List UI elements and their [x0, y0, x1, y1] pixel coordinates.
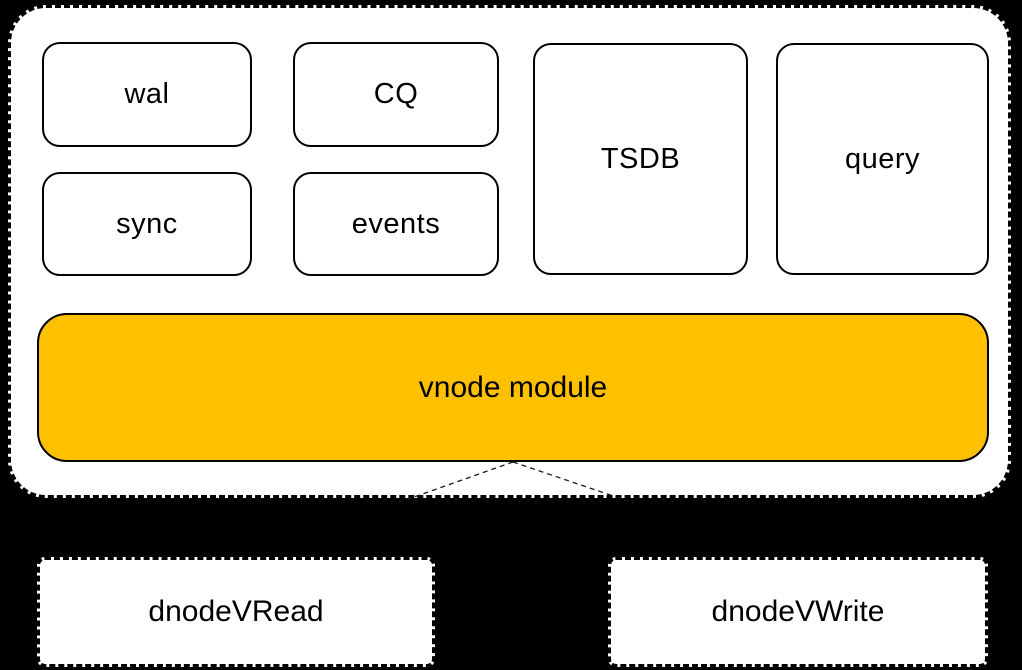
sync-module-box: sync [42, 172, 252, 276]
wal-label: wal [124, 78, 170, 110]
query-label: query [844, 142, 921, 175]
vnode-module-bar: vnode module [37, 313, 989, 462]
wal-module-box: wal [42, 42, 252, 147]
events-module-box: events [293, 172, 499, 276]
cq-label: CQ [373, 78, 419, 110]
query-module-box: query [776, 43, 989, 275]
dnode-vwrite-label: dnodeVWrite [711, 595, 885, 628]
dnode-vwrite-box: dnodeVWrite [608, 557, 988, 667]
dnode-vread-label: dnodeVRead [148, 595, 324, 628]
cq-module-box: CQ [293, 42, 499, 147]
tsdb-module-box: TSDB [533, 43, 748, 275]
tsdb-label: TSDB [600, 142, 681, 175]
events-label: events [351, 207, 441, 240]
sync-label: sync [116, 207, 178, 240]
vnode-module-label: vnode module [418, 370, 608, 404]
dnode-vread-box: dnodeVRead [37, 557, 435, 667]
